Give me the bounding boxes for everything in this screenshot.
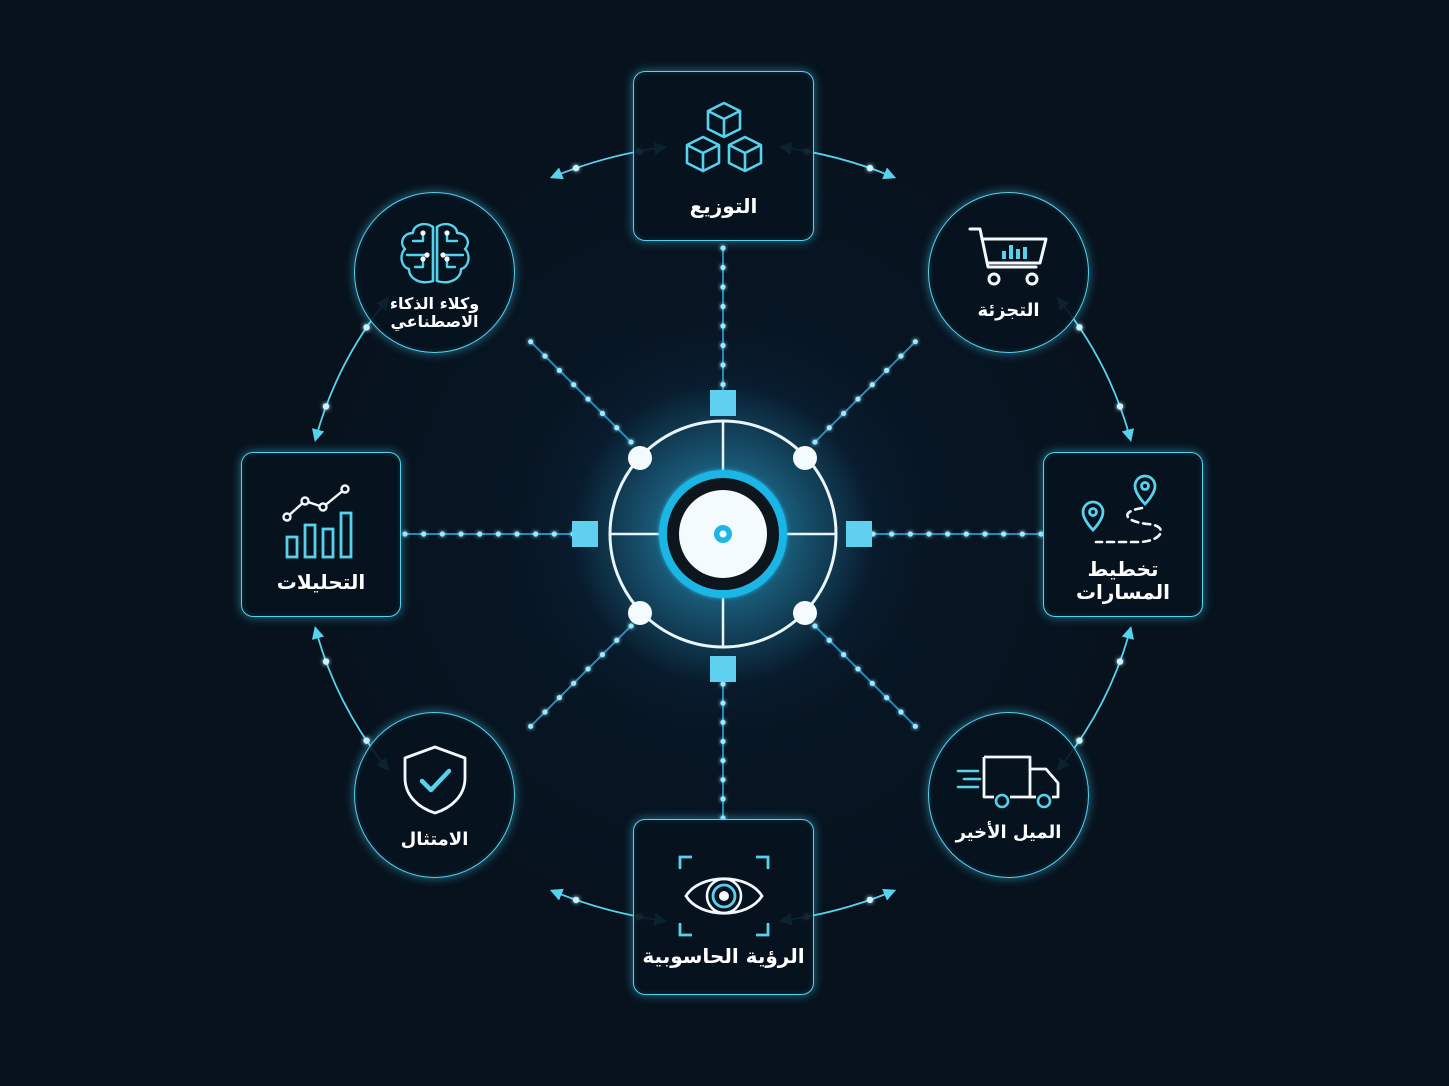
- spoke-computer-vision: [720, 681, 726, 821]
- spoke-analytics: [402, 531, 576, 537]
- node-computer-vision: الرؤية الحاسوبية: [633, 819, 814, 995]
- node-label-retail: التجزئة: [977, 300, 1040, 322]
- node-compliance: الامتثال: [354, 712, 515, 878]
- node-distribution: التوزيع: [633, 71, 814, 241]
- hub-knob-sw: [628, 601, 652, 625]
- route-pins-icon: [1081, 474, 1163, 544]
- spoke-distribution: [720, 245, 726, 407]
- radial-connectors: [402, 245, 1044, 821]
- node-label-last-mile: الميل الأخير: [955, 821, 1062, 843]
- spoke-route-planning: [870, 531, 1044, 537]
- node-last-mile: الميل الأخير: [928, 712, 1089, 878]
- hub-knob-ne: [793, 446, 817, 470]
- node-ai-agents: وكلاء الذكاء الاصطناعي: [354, 192, 515, 353]
- node-label-distribution: التوزيع: [689, 193, 758, 218]
- node-label-route-planning: تخطيط المسارات: [1075, 557, 1171, 604]
- node-label-computer-vision: الرؤية الحاسوبية: [642, 943, 805, 968]
- spoke-compliance: [528, 623, 634, 729]
- node-label-analytics: التحليلات: [276, 570, 366, 595]
- node-retail: التجزئة: [928, 192, 1089, 353]
- node-label-compliance: الامتثال: [400, 828, 469, 850]
- bar-chart-icon: [282, 484, 353, 559]
- hub-square-right: [846, 521, 872, 547]
- hub-knob-se: [793, 601, 817, 625]
- node-label-ai-agents: وكلاء الذكاء الاصطناعي: [389, 293, 480, 331]
- hub-square-left: [572, 521, 598, 547]
- node-analytics: التحليلات: [241, 452, 401, 617]
- shopping-cart-icon: [968, 227, 1047, 286]
- delivery-truck-icon: [956, 755, 1059, 809]
- eye-scan-icon: [678, 855, 769, 937]
- central-hub: [572, 384, 873, 684]
- hub-square-bottom: [710, 656, 736, 682]
- cubes-icon: [685, 101, 762, 173]
- hub-square-top: [710, 390, 736, 416]
- hub-knob-nw: [628, 446, 652, 470]
- node-route-planning: تخطيط المسارات: [1043, 452, 1203, 617]
- shield-check-icon: [403, 745, 466, 815]
- brain-circuit-icon: [399, 222, 470, 284]
